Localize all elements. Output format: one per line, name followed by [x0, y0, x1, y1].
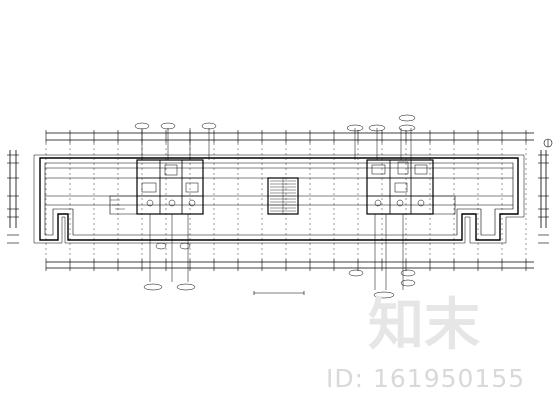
svg-text:知末: 知末 — [368, 293, 480, 356]
corridor-lines — [45, 167, 513, 206]
top-dimension-lines — [45, 130, 534, 143]
left-core-rooms — [109, 159, 204, 215]
watermark-id-text: ID: 161950155 — [326, 364, 526, 393]
central-stair — [267, 177, 299, 215]
bottom-dimension-lines — [45, 259, 534, 271]
scale-bar — [253, 291, 305, 295]
right-core-rooms — [366, 159, 456, 215]
watermark-logo: 知末 — [368, 293, 480, 356]
left-annotation-leaders — [134, 122, 217, 291]
side-dimension-lines — [7, 150, 549, 244]
grid-axis-lines — [45, 143, 527, 259]
right-annotation-leaders — [346, 114, 416, 299]
building-outline — [33, 154, 525, 244]
north-arrow-symbol — [543, 138, 553, 148]
